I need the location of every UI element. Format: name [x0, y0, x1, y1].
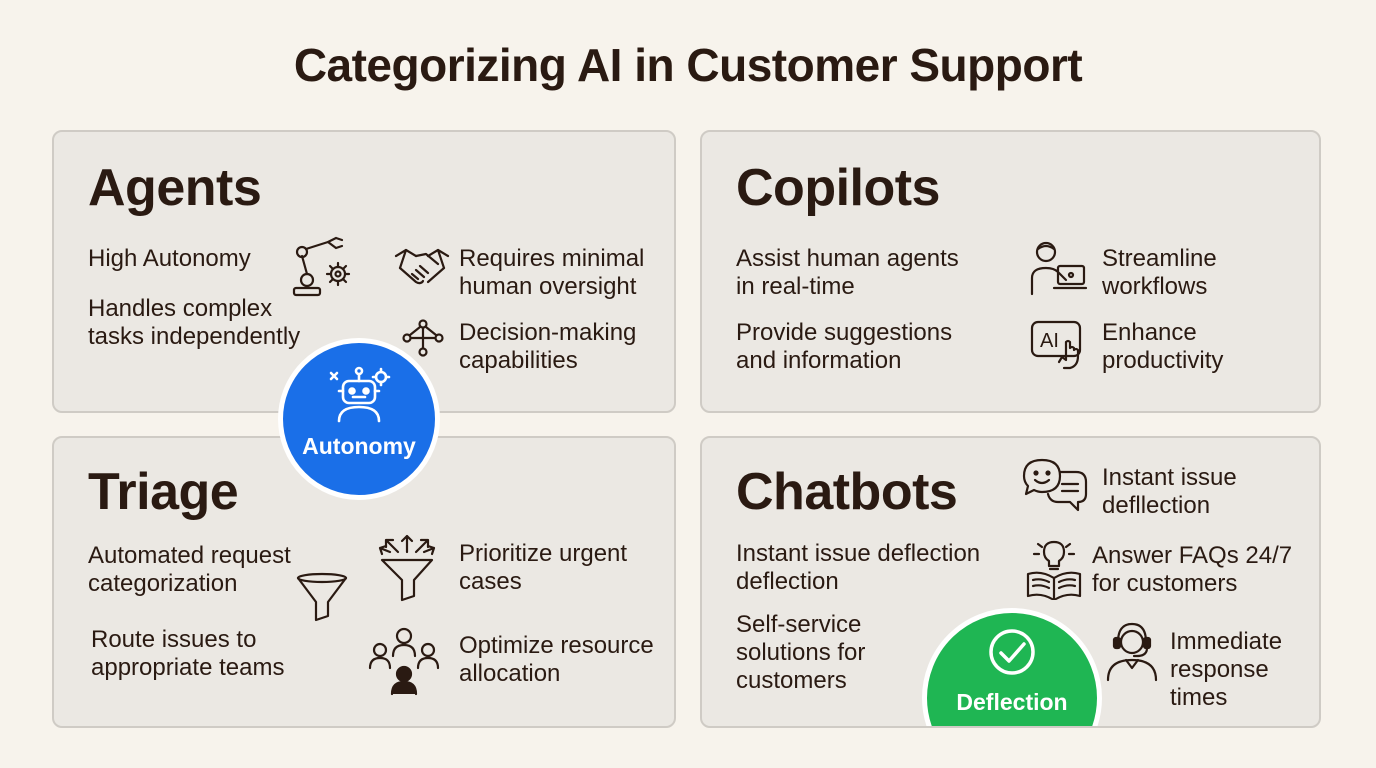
chatbots-heading: Chatbots [736, 463, 958, 521]
team-icon [366, 624, 442, 696]
agents-complex-tasks: Handles complex tasks independently [88, 295, 301, 350]
chatbots-faqs: Answer FAQs 24/7 for customers [1092, 542, 1293, 597]
copilots-assist: Assist human agents in real-time [736, 245, 959, 300]
copilots-suggestions: Provide suggestions and information [736, 319, 953, 374]
agents-decision-making: Decision-making capabilities [459, 319, 637, 374]
agents-minimal-oversight: Requires minimal human oversight [459, 245, 645, 300]
triage-categorization: Automated request categorization [88, 542, 291, 597]
autonomy-badge: Autonomy [278, 338, 440, 500]
chatbots-panel: Chatbots Instant issue defllection Insta… [700, 436, 1321, 728]
funnel-arrows-icon [376, 532, 438, 604]
agents-high-autonomy: High Autonomy [88, 245, 251, 272]
ai-click-icon: AI [1030, 320, 1088, 374]
lightbulb-book-icon [1026, 538, 1082, 600]
funnel-icon [294, 572, 350, 624]
deflection-badge: Deflection [922, 608, 1102, 726]
copilots-panel: Copilots Assist human agents in real-tim… [700, 130, 1321, 413]
autonomy-label: Autonomy [302, 433, 416, 459]
chat-bubbles-icon [1022, 458, 1088, 518]
copilots-productivity: Enhance productivity [1102, 319, 1224, 374]
robotic-arm-icon [290, 236, 356, 298]
ai-icon-text: AI [1040, 330, 1059, 352]
agents-panel: Agents High Autonomy Handles complex tas… [52, 130, 676, 413]
copilots-streamline: Streamline workflows [1102, 245, 1217, 300]
triage-panel: Triage Automated request categorization … [52, 436, 676, 728]
decision-tree-icon [402, 318, 444, 358]
headset-agent-icon [1104, 620, 1160, 682]
triage-route: Route issues to appropriate teams [91, 626, 285, 681]
deflection-label: Deflection [956, 689, 1068, 715]
triage-optimize: Optimize resource allocation [459, 632, 654, 687]
handshake-icon [394, 242, 450, 288]
page-title: Categorizing AI in Customer Support [293, 39, 1083, 91]
chatbots-self-service: Self-service solutions for customers [736, 611, 866, 694]
chatbots-immediate: Immediate response times [1170, 628, 1283, 711]
checkmark-icon [987, 627, 1037, 677]
robot-icon [325, 365, 393, 427]
chatbots-deflection-left: Instant issue deflection deflection [736, 540, 981, 595]
agents-heading: Agents [88, 159, 262, 217]
chatbots-deflection-top: Instant issue defllection [1102, 464, 1237, 519]
triage-heading: Triage [88, 463, 239, 521]
triage-prioritize: Prioritize urgent cases [459, 540, 628, 595]
person-laptop-icon [1028, 238, 1088, 298]
copilots-heading: Copilots [736, 159, 940, 217]
